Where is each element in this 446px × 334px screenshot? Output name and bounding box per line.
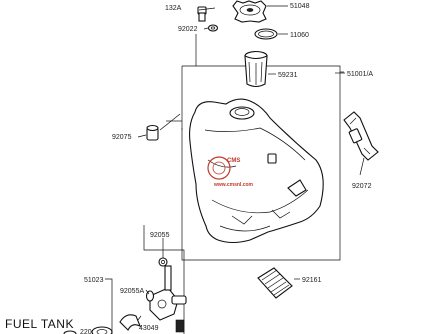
clip-92055[interactable]	[158, 257, 168, 267]
fuel-cock-51023[interactable]	[149, 265, 187, 333]
label-92022: 92022	[178, 26, 198, 33]
hose-43049[interactable]	[91, 314, 142, 334]
label-51001a: 51001/A	[347, 71, 373, 78]
label-92075: 92075	[112, 134, 132, 141]
label-92072: 92072	[352, 183, 372, 190]
label-92055: 92055	[150, 232, 170, 239]
cms-watermark: CMS www.cmsnl.com	[207, 156, 254, 188]
label-59231: 59231	[278, 72, 298, 79]
label-92161: 92161	[302, 277, 322, 284]
cap-bolt-132a[interactable]	[197, 6, 207, 22]
part-220[interactable]	[63, 330, 77, 334]
gasket-11060[interactable]	[254, 28, 278, 40]
damper-92161[interactable]	[257, 267, 293, 299]
fuel-tank-51001a[interactable]	[189, 98, 324, 244]
watermark-line-2: www.cmsnl.com	[213, 182, 254, 188]
assembly-bracket	[105, 34, 344, 334]
label-43049: 43049	[139, 325, 159, 332]
label-132a: 132A	[165, 5, 182, 12]
filler-cap-51048[interactable]	[232, 0, 267, 23]
label-11060: 11060	[290, 32, 309, 39]
strainer-59231[interactable]	[244, 50, 268, 88]
label-92055a: 92055A	[120, 288, 144, 295]
watermark-line-1: CMS	[227, 158, 240, 164]
label-220: 220	[80, 329, 92, 334]
cover-92072[interactable]	[343, 111, 379, 161]
label-51048: 51048	[290, 3, 310, 10]
damper-92075[interactable]	[146, 113, 181, 141]
diagram-caption: FUEL TANK	[5, 317, 74, 331]
leader-lines	[137, 5, 365, 321]
label-51023: 51023	[84, 277, 104, 284]
washer-92022[interactable]	[207, 24, 219, 32]
